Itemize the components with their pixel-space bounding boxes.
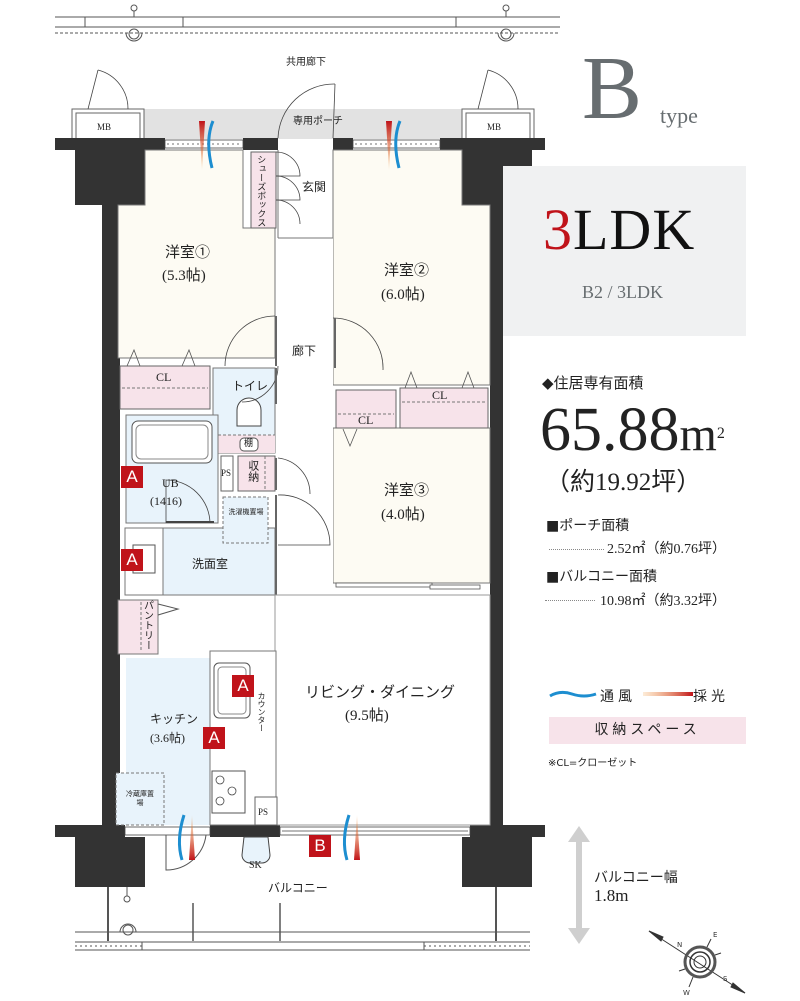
balcony-area-heading: ■バルコニー面積	[546, 569, 657, 585]
floor-plan: 共用廊下 専用ポーチ MB MB シューズボックス 玄関 廊下 洋室① (5.3…	[55, 4, 560, 951]
area-heading: ◆住居専有面積	[542, 374, 644, 392]
balcony-area-value: 10.98㎡（約3.32坪）	[600, 594, 726, 609]
porch-area-heading: ■ポーチ面積	[546, 518, 630, 534]
hallway-label: 廊下	[292, 344, 317, 358]
layout-panel	[503, 166, 746, 336]
ld-name: リビング・ダイニング	[305, 685, 456, 701]
storage-label: 収納	[246, 460, 259, 482]
area-tsubo: （約19.92坪）	[545, 469, 702, 496]
room1-size: (5.3帖)	[162, 268, 206, 284]
room2-size: (6.0帖)	[381, 287, 425, 303]
compass-w: W	[683, 989, 690, 997]
fridge-space-label: 冷蔵庫置場	[126, 790, 154, 807]
ps2-label: PS	[258, 807, 269, 817]
balcony-width-label: バルコニー幅	[594, 870, 678, 886]
cl-room2-label: CL	[432, 388, 448, 402]
equipment-badge-a: A	[203, 727, 225, 749]
room1-name: 洋室①	[165, 245, 211, 261]
equipment-badge-b: B	[309, 835, 331, 857]
washer-space-label: 洗濯機置場	[228, 508, 264, 516]
mb-right-label: MB	[487, 122, 502, 132]
type-letter: B	[582, 39, 643, 138]
toilet-label: トイレ	[232, 379, 269, 393]
area-unit: m	[679, 408, 717, 461]
double-arrow-icon	[568, 826, 590, 944]
layout-number: 3	[543, 197, 573, 262]
kitchen-name: キッチン	[150, 712, 199, 726]
pantry-label: パントリー	[141, 600, 153, 650]
shelf-label: 棚	[244, 438, 254, 448]
closet-note: ※CL=クローゼット	[548, 758, 638, 769]
room3-name: 洋室③	[384, 483, 430, 499]
equipment-badge-a: A	[121, 549, 143, 571]
washroom-label: 洗面室	[192, 557, 229, 571]
layout-title: 3LDK	[543, 198, 695, 262]
legend-lines	[549, 690, 693, 698]
room2-name: 洋室②	[384, 263, 430, 279]
room3-size: (4.0帖)	[381, 507, 425, 523]
ventilation-line-icon	[549, 690, 597, 698]
equipment-badge-a: A	[121, 466, 143, 488]
area-unit-sup: 2	[716, 425, 725, 442]
equipment-badge-a: A	[232, 675, 254, 697]
sk-label: SK	[249, 860, 262, 871]
ps1-label: PS	[221, 468, 232, 478]
ub-name: UB	[162, 476, 179, 490]
counter-label: カウンター	[257, 692, 266, 732]
ventilation-label: 通風	[600, 689, 636, 705]
floor-plan-drawing	[55, 4, 560, 951]
porch-area-value: 2.52㎡（約0.76坪）	[607, 542, 726, 557]
ub-size: (1416)	[150, 494, 182, 508]
kitchen-size: (3.6帖)	[150, 731, 185, 745]
layout-subtitle: B2 / 3LDK	[582, 282, 663, 302]
compass-n: N	[677, 941, 682, 949]
cl-room1-label: CL	[156, 370, 172, 384]
daylight-line-icon	[643, 692, 693, 696]
entrance-label: 玄関	[302, 180, 327, 194]
balcony-width-value: 1.8m	[594, 886, 629, 905]
dotted-leader	[545, 600, 595, 602]
compass-s: S	[723, 975, 728, 983]
layout-rest: LDK	[573, 197, 696, 262]
storage-space-legend: 収納スペース	[549, 717, 746, 744]
balcony-label: バルコニー	[268, 881, 328, 895]
type-word: type	[660, 103, 698, 128]
shoe-box-label: シューズボックス	[256, 155, 267, 227]
common-corridor-label: 共用廊下	[286, 57, 326, 68]
dotted-leader	[549, 549, 604, 551]
compass-e: E	[713, 931, 717, 939]
mb-left-label: MB	[97, 122, 112, 132]
area-value: 65.88m2	[540, 395, 725, 470]
cl-room3-label: CL	[358, 413, 374, 427]
private-porch-label: 専用ポーチ	[293, 116, 343, 127]
daylight-label: 採光	[693, 689, 729, 705]
area-number: 65.88	[540, 396, 680, 464]
compass-icon: N E S W	[648, 930, 746, 997]
ld-size: (9.5帖)	[345, 708, 389, 724]
